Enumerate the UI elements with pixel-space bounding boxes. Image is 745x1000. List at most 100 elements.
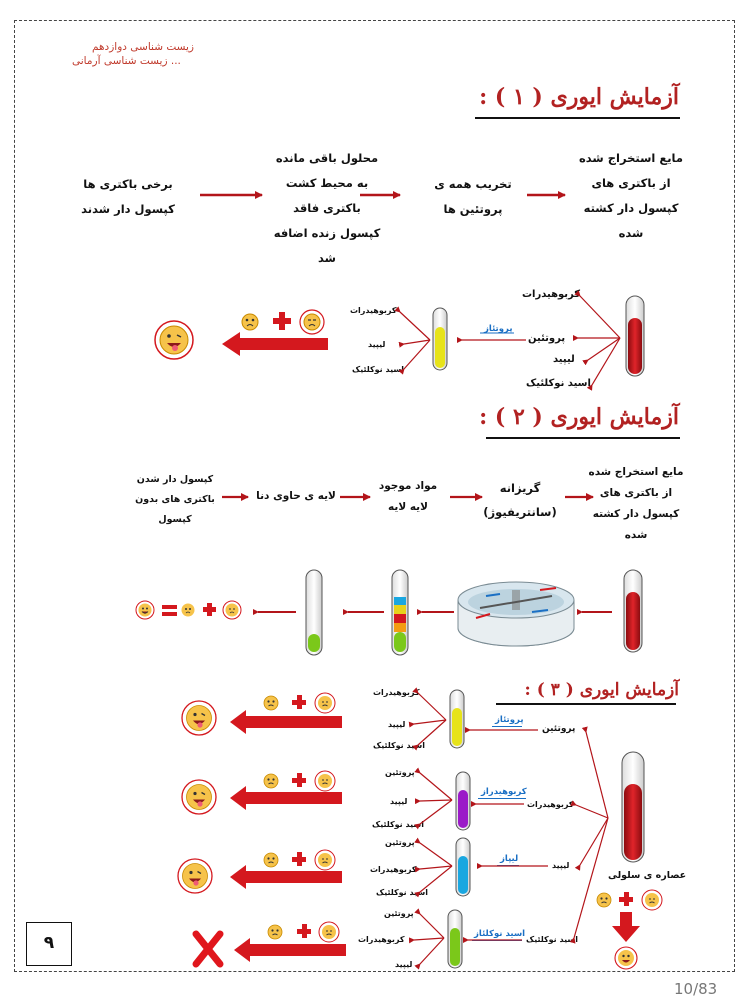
exp1-comp-nucleic: اسید نوکلئیک: [526, 378, 591, 389]
exp1-enzyme-label: پروتئاز: [484, 324, 513, 334]
exp3-title-underline: [496, 703, 676, 705]
g4-item-3: لیپید: [395, 960, 413, 969]
sad-face-icon: [314, 770, 336, 792]
sad-face-icon: [222, 600, 242, 620]
worried-face-icon: [241, 313, 259, 331]
exp1-yellow-tube: [432, 307, 448, 371]
sad-face-icon: [318, 921, 340, 943]
exp3-enzyme-underline-1: [492, 726, 522, 727]
plus-icon: [203, 603, 216, 616]
sad-face-icon: [314, 692, 336, 714]
happy-face-icon: [177, 858, 213, 894]
g1-item-3: اسید نوکلئیک: [373, 741, 425, 750]
happy-face-icon: [181, 700, 217, 736]
plus-icon: [292, 695, 306, 709]
exp1-red-tube: [625, 295, 645, 377]
exp1-branch-lines: [573, 290, 621, 391]
worried-face-icon: [596, 892, 612, 908]
exp2-step2: گریزانه(سانتریفیوژ): [483, 481, 557, 519]
happy-face-icon: [181, 779, 217, 815]
exp3-source-nucleic: اسید نوکلئیک: [526, 935, 578, 944]
exp1-result: [154, 309, 328, 360]
exp1-small-carb: کربوهیدرات: [350, 306, 397, 315]
exp2-layered-tube: [391, 569, 409, 656]
equals-icon: [162, 605, 177, 616]
exp3-tube-green: [447, 909, 463, 969]
page-number-box: ۹: [26, 922, 72, 966]
happy-face-icon: [154, 320, 194, 360]
exp3-enzyme-underline-2: [478, 798, 526, 799]
exp3-enzyme-protease: پروتئاز: [495, 715, 524, 725]
exp3-tube-purple: [455, 771, 471, 831]
worried-face-icon: [267, 924, 283, 940]
exp3-row-2-result: [181, 770, 342, 815]
g3-item-1: پروتئین: [385, 838, 415, 847]
plus-icon: [292, 852, 306, 866]
happy-face-icon: [135, 600, 155, 620]
exp3-enzyme-lipase: لیپاز: [500, 854, 519, 864]
exp3-tube-yellow: [449, 689, 465, 749]
exp3-enzyme-nuclease: اسید نوکلئاز: [474, 929, 526, 939]
header-line-2: زیست شناسی آرمانی ...: [72, 55, 181, 67]
sad-face-icon: [299, 309, 325, 335]
exp1-comp-protein: پروتئین: [528, 333, 566, 344]
exp2-title-underline: [486, 437, 680, 439]
page-frame: [14, 20, 735, 972]
exp3-row-4-result: [192, 921, 346, 968]
exp2-result: [135, 600, 242, 620]
worried-face-icon: [263, 773, 279, 789]
exp3-red-tube: [621, 751, 645, 863]
g2-item-2: لیپید: [390, 797, 408, 806]
g2-item-1: پروتئین: [385, 768, 415, 777]
exp2-step4: لایه ی حاوی دنا: [256, 490, 336, 502]
exp3-extract-label: عصاره ی سلولی: [608, 870, 687, 881]
plus-icon: [292, 773, 306, 787]
centrifuge-icon: [457, 581, 575, 647]
exp1-title: آزمایش ایوری ( ۱ ) :: [479, 84, 679, 110]
worried-face-icon: [263, 695, 279, 711]
exp2-title: آزمایش ایوری ( ۲ ) :: [479, 404, 679, 430]
exp3-source-lines: [569, 726, 609, 944]
happy-face-icon: [614, 946, 638, 970]
exp3-source-carb: کربوهیدرات: [527, 800, 574, 809]
exp3-row-3-result: [177, 849, 342, 894]
exp2-red-tube: [623, 569, 643, 653]
exp1-title-underline: [475, 117, 680, 119]
exp1-small-lipid: لیپید: [368, 340, 386, 349]
g1-item-2: لیپید: [388, 720, 406, 729]
exp2-green-tube: [305, 569, 323, 656]
exp3-title: آزمایش ایوری ( ۳ ) :: [524, 680, 679, 700]
exp3-group-branches: [408, 687, 453, 970]
exp1-small-branches: [394, 306, 431, 375]
header-line-1: زیست شناسی دوازدهم: [92, 41, 194, 53]
plus-icon: [297, 924, 311, 938]
exp1-comp-lipid: لیپید: [553, 354, 575, 365]
exp1-comp-carb: کربوهیدرات: [522, 289, 581, 300]
exp3-tube-blue: [455, 837, 471, 897]
g4-item-1: پروتئین: [384, 909, 414, 918]
exp3-enzyme-arrows: [463, 727, 548, 943]
g4-item-2: کربوهیدرات: [358, 935, 405, 944]
g3-item-3: اسید نوکلئیک: [376, 888, 428, 897]
g3-item-2: کربوهیدرات: [370, 865, 417, 874]
down-arrow-icon: [612, 912, 640, 942]
page-counter: 10/83: [674, 980, 718, 998]
sad-face-icon: [314, 849, 336, 871]
sad-face-icon: [641, 889, 663, 911]
plus-icon: [619, 892, 633, 906]
cross-mark-icon: [192, 930, 224, 968]
worried-face-icon: [181, 603, 195, 617]
exp1-small-nucleic: اسید نوکلئیک: [352, 365, 404, 374]
exp3-extract-result: [596, 889, 663, 970]
exp3-source-protein: پروتئین: [542, 724, 576, 734]
g1-item-1: کربوهیدرات: [373, 688, 420, 697]
g2-item-3: اسید نوکلئیک: [372, 820, 424, 829]
